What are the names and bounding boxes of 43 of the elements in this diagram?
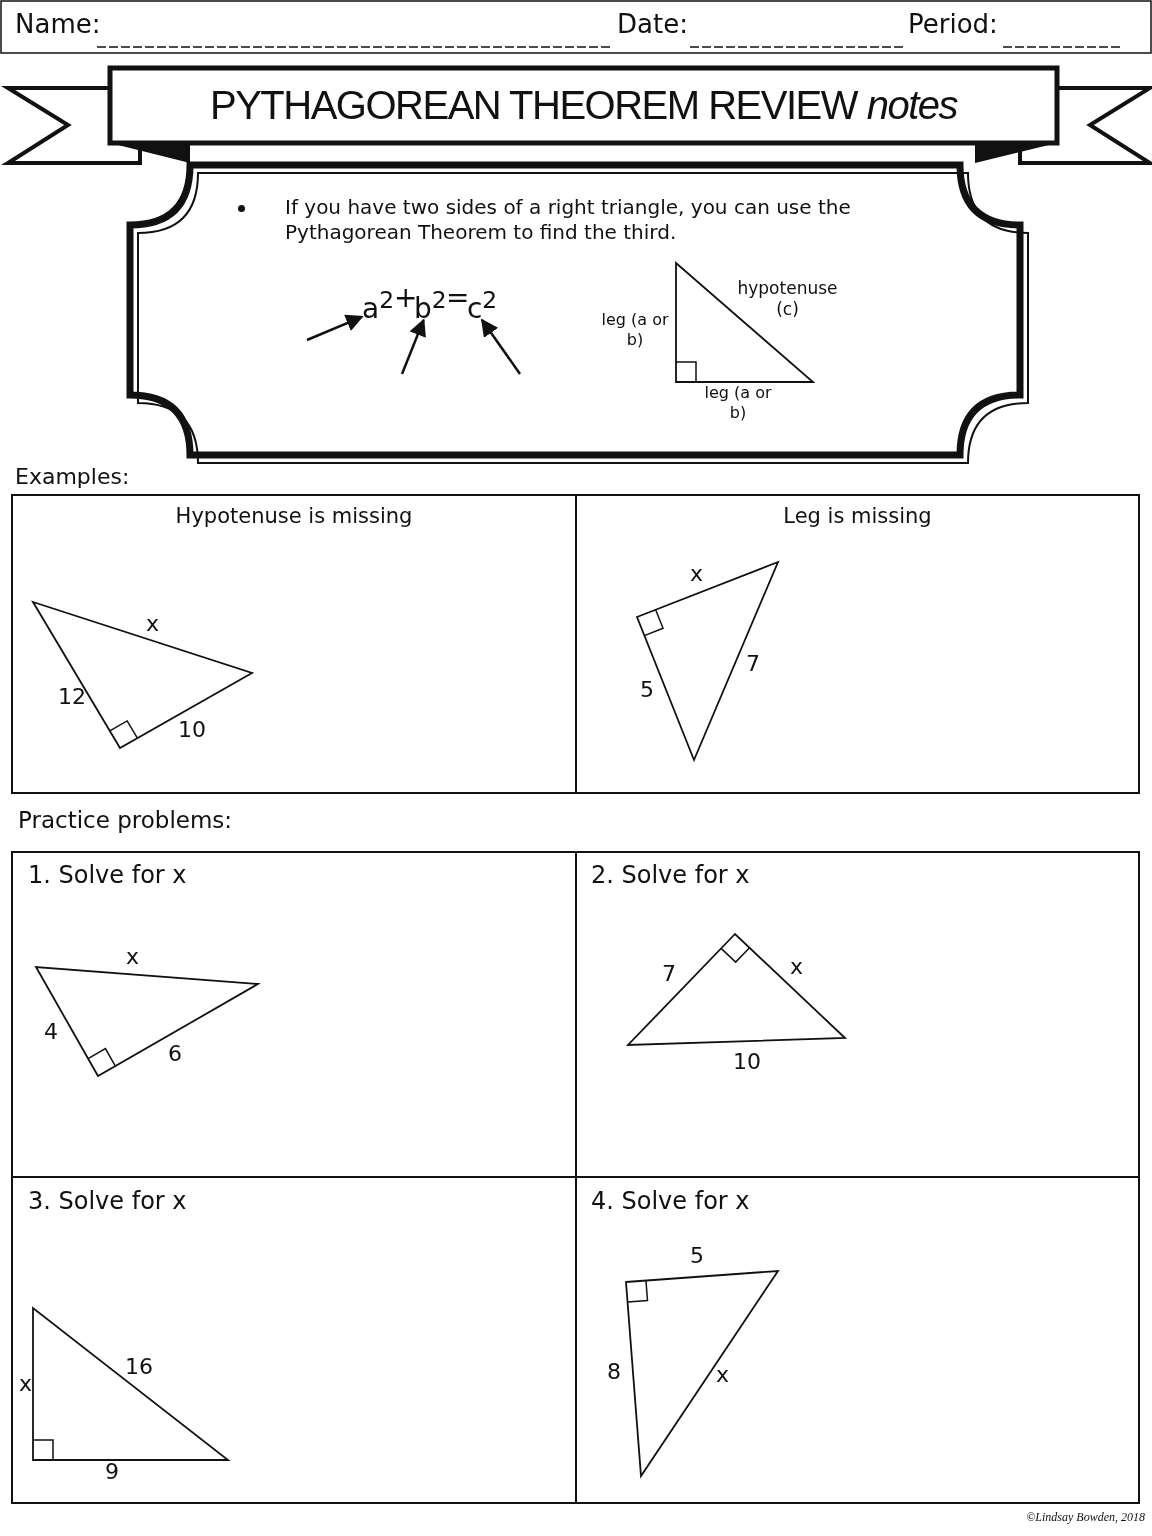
side-label: x <box>146 610 161 638</box>
side-label: x <box>690 560 705 588</box>
problem-heading: 1. Solve for x <box>28 860 188 890</box>
side-label: 6 <box>168 1040 183 1068</box>
problem-heading: 3. Solve for x <box>28 1186 188 1216</box>
plus-sign: + <box>394 280 414 314</box>
arrow <box>400 318 426 375</box>
side-label: 10 <box>733 1048 762 1076</box>
section-heading: Examples: <box>15 463 131 491</box>
side-label: 5 <box>640 676 655 704</box>
side-label: 8 <box>607 1358 622 1386</box>
side-label: 10 <box>178 716 207 744</box>
side-label: 7 <box>662 960 677 988</box>
period-label: Period: <box>908 8 999 41</box>
section-heading: Practice problems: <box>18 806 234 835</box>
arrow <box>306 314 364 342</box>
side-label: leg (a or b) <box>600 310 670 350</box>
side-label: x <box>126 943 141 971</box>
column-heading: Leg is missing <box>782 503 933 530</box>
side-label: 9 <box>105 1458 120 1486</box>
instruction-text: If you have two sides of a right triangle, you can use the Pythagorean Theorem to find the third. <box>285 195 852 245</box>
formula-text: b$^{2}$ <box>414 280 446 320</box>
arrow <box>480 318 522 375</box>
side-label: 4 <box>44 1018 59 1046</box>
side-label: x <box>19 1370 34 1398</box>
side-label: 16 <box>125 1353 154 1381</box>
side-label: hypotenuse (c) <box>736 278 839 321</box>
date-label: Date: <box>617 8 689 41</box>
title-text: PYTHAGOREAN THEOREM REVIEW notes <box>209 82 959 129</box>
name-label: Name: <box>15 8 102 41</box>
problem-heading: 4. Solve for x <box>591 1186 751 1216</box>
formula-text: a$^{2}$ <box>362 280 394 320</box>
side-label: 7 <box>746 650 761 678</box>
equals-sign: = <box>446 280 466 314</box>
problem-heading: 2. Solve for x <box>591 860 751 890</box>
column-heading: Hypotenuse is missing <box>174 503 414 530</box>
formula-text: c$^{2}$ <box>466 280 498 320</box>
side-label: 12 <box>58 683 87 711</box>
side-label: x <box>716 1361 731 1389</box>
side-label: 5 <box>690 1242 705 1270</box>
side-label: leg (a or b) <box>703 383 773 423</box>
side-label: x <box>790 953 805 981</box>
copyright-note: ©Lindsay Bowden, 2018 <box>1025 1510 1145 1525</box>
